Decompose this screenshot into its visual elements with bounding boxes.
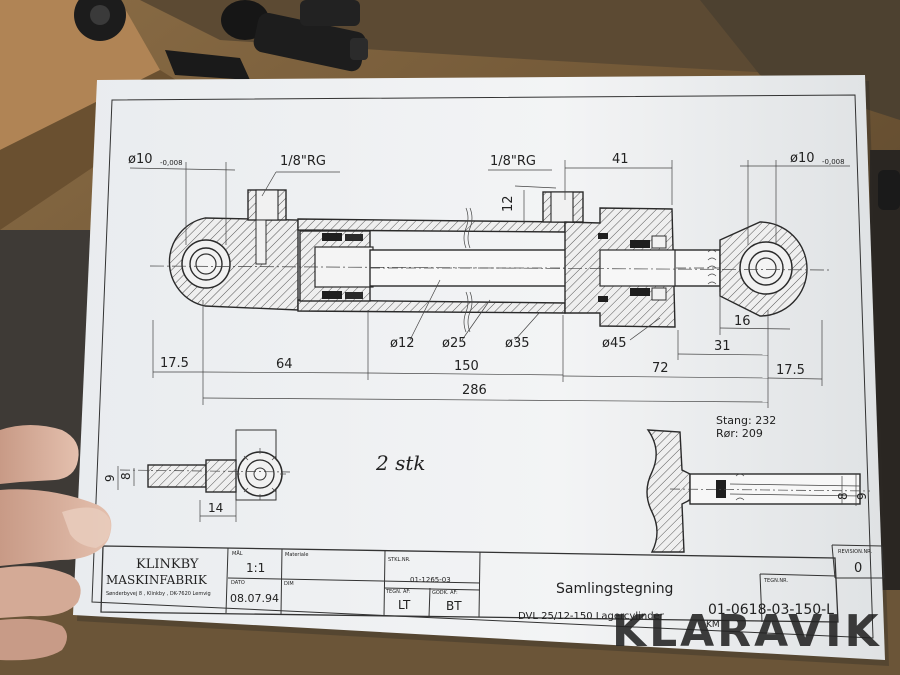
label-dim: DIM xyxy=(284,581,294,587)
watermark: KLARAVIK xyxy=(612,606,882,657)
hand xyxy=(0,425,112,661)
label-godk-af: GODK. AF: xyxy=(432,590,458,596)
dim-9-right: 9 xyxy=(855,492,869,500)
detail-right: 8 9 xyxy=(646,429,871,553)
label-tegn-nr: TEGN.NR. xyxy=(763,578,788,584)
company-address: Sønderbyvej 8 , Klinkby , DK-7620 Lemvig xyxy=(106,591,211,597)
scale-value: 1:1 xyxy=(246,561,265,575)
dim-port-left: 1/8"RG xyxy=(280,154,326,169)
drawn-by-value: LT xyxy=(398,598,411,612)
label-stkl: STKL.NR. xyxy=(388,557,411,563)
dim-dia-45: ø45 xyxy=(602,336,627,351)
black-parts xyxy=(74,0,900,210)
revision-value: 0 xyxy=(854,561,862,576)
detail-left: 9 8 14 xyxy=(103,429,291,522)
dim-pin-left: ø10 xyxy=(128,152,153,167)
dim-12-vertical: 12 xyxy=(501,195,516,212)
dim-9-left: 9 xyxy=(103,474,117,482)
dim-14: 14 xyxy=(208,501,223,515)
dim-pin-right-tol: -0,008 xyxy=(822,158,845,166)
dim-dia-25: ø25 xyxy=(442,336,467,351)
dim-16: 16 xyxy=(734,314,751,329)
dim-pin-right: ø10 xyxy=(790,151,815,166)
dim-17-5-right: 17.5 xyxy=(776,363,805,378)
label-materiale: Materiale xyxy=(285,552,308,558)
drawing-number: 01-0618-03-150-L xyxy=(708,602,834,618)
notes: Stang: 232 Rør: 209 2 stk xyxy=(375,414,776,475)
note-ror: Rør: 209 xyxy=(716,427,763,440)
date-value: 08.07.94 xyxy=(230,592,279,605)
dim-dia-35: ø35 xyxy=(505,336,530,351)
dim-8-left: 8 xyxy=(119,472,133,480)
label-mal: MÅL xyxy=(232,550,243,557)
dim-41: 41 xyxy=(612,152,629,167)
note-stang: Stang: 232 xyxy=(716,414,776,427)
cylinder-section xyxy=(149,189,831,333)
company-line2: MASKINFABRIK xyxy=(106,573,208,587)
dim-286: 286 xyxy=(462,383,487,398)
approved-by-value: BT xyxy=(446,599,462,613)
dim-pin-left-tol: -0,008 xyxy=(160,159,183,167)
dim-31: 31 xyxy=(714,339,731,354)
dim-17-5-left: 17.5 xyxy=(160,356,189,371)
dimension-labels: ø10 -0,008 ø10 -0,008 1/8"RG 1/8"RG 41 1… xyxy=(128,151,845,398)
company-line1: KLINKBY xyxy=(136,557,199,572)
dim-150: 150 xyxy=(454,359,479,374)
dim-72: 72 xyxy=(652,361,669,376)
drawing-description: DVL 25/12-150 Lagercylinder xyxy=(518,611,665,622)
note-handwritten: 2 stk xyxy=(375,451,426,475)
dim-64: 64 xyxy=(276,357,293,372)
label-dato: DATO xyxy=(231,580,245,586)
label-tegn-af: TEGN. AF: xyxy=(385,589,411,595)
dimension-lines xyxy=(129,160,850,408)
title-block: KLINKBY MASKINFABRIK Sønderbyvej 8 , Kli… xyxy=(100,544,885,630)
label-revision: REVISION.NR. xyxy=(838,549,872,555)
dim-8-right: 8 xyxy=(836,492,850,500)
dim-port-right: 1/8"RG xyxy=(490,154,536,169)
drawing-title: Samlingstegning xyxy=(556,581,673,597)
km-label: KM xyxy=(706,620,720,630)
dim-dia-12: ø12 xyxy=(390,336,415,351)
stkl-value: 01-1265-03 xyxy=(410,576,451,584)
